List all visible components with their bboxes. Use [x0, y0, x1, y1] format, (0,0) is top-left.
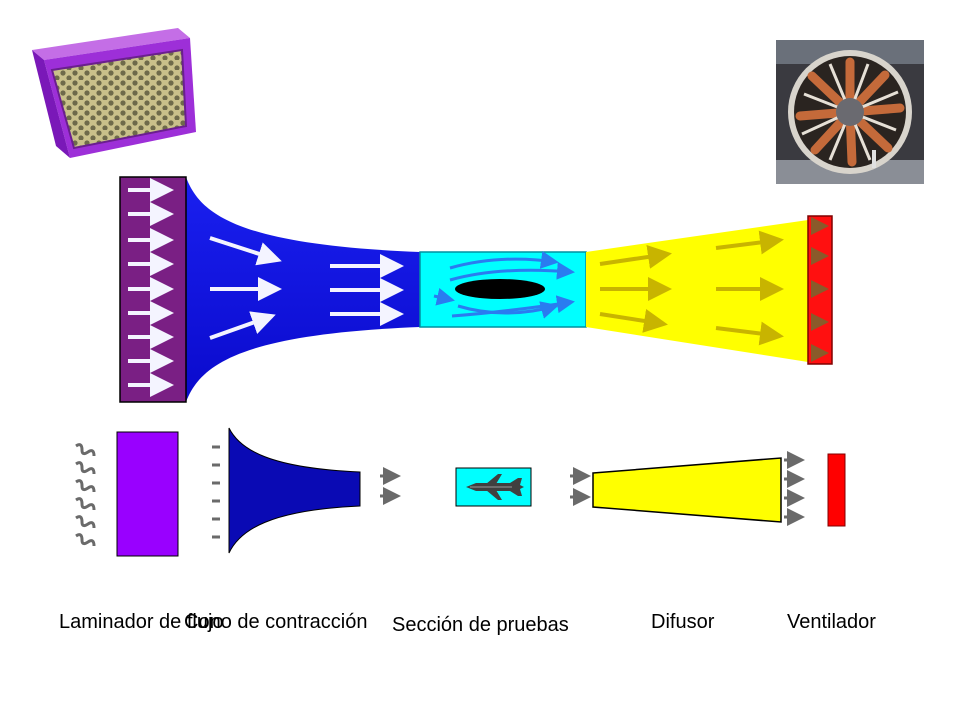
wind-tunnel-fan-photo	[776, 40, 924, 184]
contraction-cone-shape	[186, 177, 420, 402]
laminator-arrows	[128, 178, 174, 397]
tunnel-upper	[119, 176, 833, 403]
test-section-arrows	[433, 250, 575, 319]
honeycomb-screen-icon	[32, 28, 196, 158]
label-cono: Cono de contracción	[184, 611, 368, 633]
label-ventilador: Ventilador	[787, 611, 876, 633]
test-model-shape	[455, 279, 545, 299]
cone-arrows	[209, 236, 404, 340]
fan-arrows	[811, 217, 829, 362]
incoming-flow-waves	[75, 443, 96, 547]
label-laminador: Laminador de flujo	[59, 611, 224, 633]
diffuser-shape	[586, 220, 808, 362]
grey-arrows	[380, 451, 805, 526]
label-seccion: Sección de pruebas	[392, 614, 569, 636]
diffuser-component	[592, 457, 782, 523]
laminator-outflow-dashes	[212, 445, 220, 539]
diffuser-arrows	[599, 230, 784, 346]
tunnel-lower	[75, 427, 846, 557]
cone-component	[228, 427, 361, 554]
laminator-component	[116, 431, 179, 557]
fan-component	[827, 453, 846, 527]
label-difusor: Difusor	[651, 611, 715, 633]
airplane-icon	[466, 474, 524, 500]
